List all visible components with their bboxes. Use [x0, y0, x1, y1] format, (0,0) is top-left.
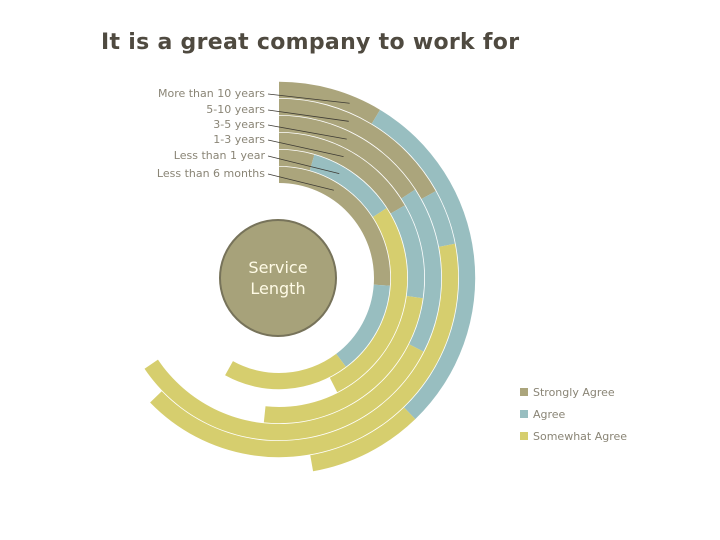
arc-segment-strongly-agree [279, 166, 391, 286]
arc-segment-somewhat-agree [329, 208, 408, 393]
legend-item-somewhat-agree: Somewhat Agree [520, 425, 627, 447]
arc-segment-agree [371, 109, 476, 420]
legend-swatch-agree [520, 410, 528, 418]
center-label-line2: Length [250, 279, 306, 298]
leader-line [267, 124, 347, 140]
legend-swatch-somewhat-agree [520, 432, 528, 440]
leader-line [267, 109, 349, 122]
category-label: 5-10 years [206, 103, 265, 116]
arc-segment-strongly-agree [279, 132, 405, 214]
arc-segment-somewhat-agree [263, 295, 423, 424]
arc-segment-agree [421, 191, 455, 247]
arc-segment-agree [309, 154, 387, 218]
leader-line [267, 155, 340, 175]
legend: Strongly Agree Agree Somewhat Agree [520, 381, 627, 447]
arc-segment-strongly-agree [279, 81, 381, 124]
arc-segment-agree [401, 189, 442, 352]
chart-title: It is a great company to work for [101, 30, 520, 55]
category-label: More than 10 years [157, 87, 265, 100]
category-label: 3-5 years [213, 118, 265, 131]
arc-segment-agree [336, 284, 390, 367]
center-circle: Service Length [219, 219, 337, 337]
arc-segment-somewhat-agree [144, 344, 424, 441]
leader-line [267, 173, 334, 191]
leader-line [267, 139, 344, 157]
legend-item-strongly-agree: Strongly Agree [520, 381, 627, 403]
arc-segment-agree [390, 205, 425, 299]
arc-segment-somewhat-agree [225, 353, 346, 390]
legend-label: Strongly Agree [533, 385, 615, 399]
legend-label: Agree [533, 407, 566, 421]
legend-label: Somewhat Agree [533, 429, 628, 443]
category-label: Less than 6 months [156, 167, 265, 180]
leader-line [267, 93, 350, 104]
category-label: Less than 1 year [173, 149, 265, 162]
center-label-line1: Service [248, 258, 308, 277]
arc-segment-strongly-agree [279, 115, 416, 199]
legend-item-agree: Agree [520, 403, 627, 425]
legend-swatch-strongly-agree [520, 388, 528, 396]
arc-segment-strongly-agree [279, 98, 436, 199]
arc-segment-somewhat-agree [310, 407, 416, 472]
category-label: 1-3 years [213, 133, 265, 146]
